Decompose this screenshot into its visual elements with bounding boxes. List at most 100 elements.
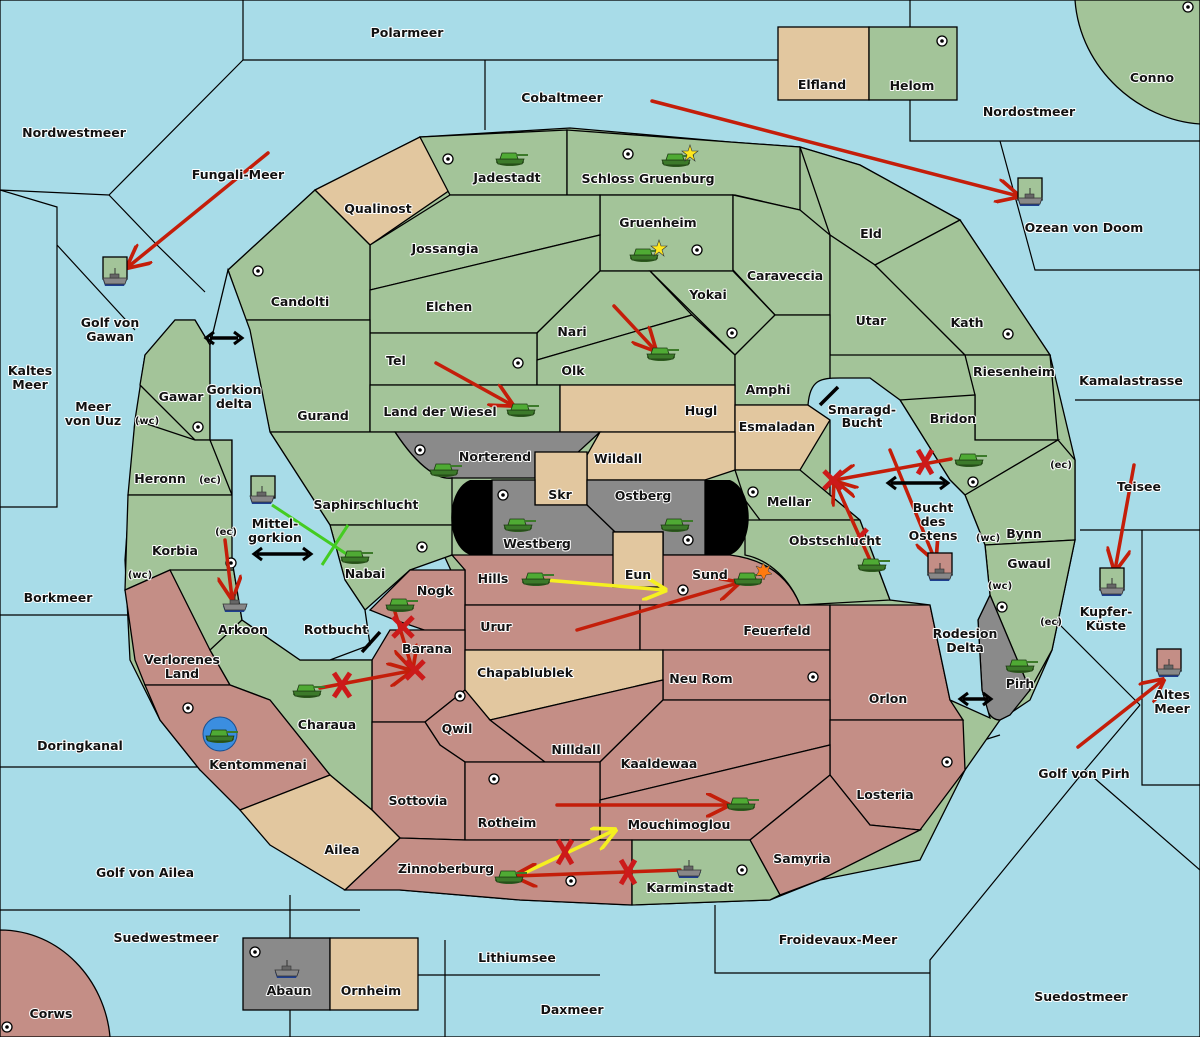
label-lithiumsee: Lithiumsee [478,950,556,965]
label-polarmeer: Polarmeer [371,25,445,40]
label-nordostmeer: Nordostmeer [983,104,1076,119]
label-jadestadt: Jadestadt [472,170,540,185]
double-arrow-icon [885,475,951,491]
label-gawan-2: Gawan [86,329,134,344]
label-gawar: Gawar [159,389,205,404]
label-rotbucht: Rotbucht [304,622,368,637]
label-eun: Eun [625,567,651,582]
label-elchen: Elchen [426,299,473,314]
label-borkmeer: Borkmeer [24,590,94,605]
label-daxmeer: Daxmeer [540,1002,604,1017]
order-move-charaua [318,671,410,690]
label-land-der-wiesel: Land der Wiesel [383,404,496,419]
double-arrow-icon [360,630,382,654]
province-gruenheim[interactable] [599,194,734,272]
label-amphi: Amphi [746,382,791,397]
double-arrow-icon [251,546,314,562]
explosion-icon[interactable] [755,562,773,581]
coast-label: (ec) [1050,460,1072,471]
sea-inner-bucht[interactable] [807,377,992,720]
province-conno[interactable] [1074,0,1200,125]
province-heronn[interactable] [127,419,233,496]
label-cobaltmeer: Cobaltmeer [521,90,603,105]
failed-order-marks [331,448,935,886]
label-suedwestmeer: Suedwestmeer [114,930,220,945]
connection-arrows [203,330,994,707]
label-kupfer-2: Küste [1086,618,1126,633]
label-gurand: Gurand [297,408,349,423]
label-abaun: Abaun [267,983,312,998]
units[interactable] [102,144,1182,979]
label-orlon: Orlon [869,691,908,706]
label-arkoon: Arkoon [218,622,268,637]
label-elfland: Elfland [798,77,846,92]
label-ornheim: Ornheim [341,983,401,998]
label-nilldall: Nilldall [551,742,600,757]
label-mouchimoglou: Mouchimoglou [628,817,731,832]
order-move-olk [612,304,655,350]
label-bynn: Bynn [1006,526,1041,541]
label-uuz-2: von Uuz [65,413,121,428]
label-urur: Urur [480,619,512,634]
star-icon[interactable] [681,144,699,162]
label-schloss-gruenburg: Schloss Gruenburg [581,171,714,186]
label-mellar: Mellar [767,494,812,509]
label-samyria: Samyria [773,851,831,866]
label-losteria: Losteria [856,787,913,802]
label-karminstadt: Karminstadt [646,880,733,895]
label-corws: Corws [30,1006,73,1021]
star-icon[interactable] [650,239,668,257]
label-nari: Nari [557,324,586,339]
label-wildall: Wildall [594,451,642,466]
label-skr: Skr [548,487,572,502]
label-nogk: Nogk [417,583,454,598]
label-gruenheim: Gruenheim [619,215,696,230]
label-obstschlucht: Obstschlucht [789,533,881,548]
impassable-east [705,480,749,555]
label-eld: Eld [860,226,882,241]
label-qwil: Qwil [442,721,473,736]
label-helom: Helom [890,78,935,93]
label-esmaladan: Esmaladan [739,419,815,434]
label-suedostmeer: Suedostmeer [1034,989,1128,1004]
label-caraveccia: Caraveccia [747,268,823,283]
label-kath: Kath [951,315,984,330]
label-gwaul: Gwaul [1007,556,1050,571]
coast-label: (ec) [215,527,237,538]
order-move-arkoon [225,538,232,598]
label-altes-meer-2: Meer [1154,701,1190,716]
province-ornheim[interactable] [329,937,419,1011]
label-bucht-3: Ostens [909,528,958,543]
province-karminstadt[interactable] [631,839,781,906]
impassable-west [451,480,492,555]
label-tel: Tel [386,353,406,368]
label-qualinost: Qualinost [344,201,411,216]
label-ozean: Ozean von Doom [1025,220,1144,235]
order-move-bucht [888,448,935,560]
label-rotheim: Rotheim [478,815,537,830]
order-move-obst [835,482,872,562]
coast-label: (ec) [199,475,221,486]
label-doringkanal: Doringkanal [37,738,123,753]
label-verlorenes-land-2: Land [165,666,199,681]
label-feuerfeld: Feuerfeld [743,623,810,638]
label-fungali: Fungali-Meer [192,167,285,182]
label-uuz: Meer [75,399,111,414]
double-arrow-icon [818,385,840,407]
double-arrow-icon [203,330,245,346]
label-barana: Barana [402,641,452,656]
label-chapablublek: Chapablublek [477,665,574,680]
label-sund: Sund [692,567,728,582]
label-korbia: Korbia [152,543,198,558]
label-nordwestmeer: Nordwestmeer [22,125,127,140]
province-korbia[interactable] [124,494,243,592]
label-jossangia: Jossangia [410,241,478,256]
label-yokai: Yokai [688,287,727,302]
label-bridon: Bridon [930,411,976,426]
label-pirh: Pirh [1006,676,1035,691]
order-move-sund [575,583,738,632]
coast-label: (wc) [135,416,159,427]
label-norterend: Norterend [459,449,531,464]
label-hills: Hills [478,571,509,586]
